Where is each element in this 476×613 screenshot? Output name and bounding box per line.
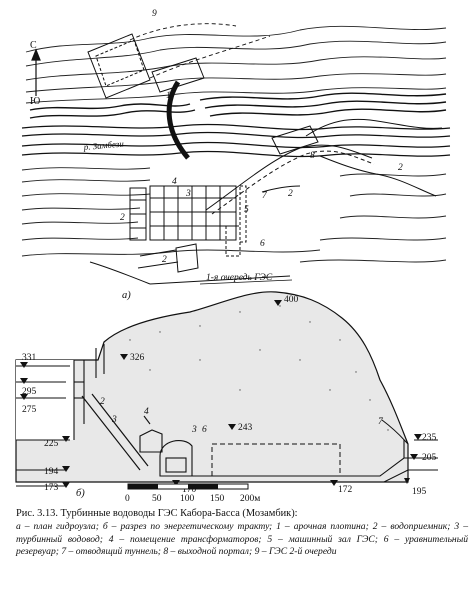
section-callout-4: 4	[144, 407, 149, 417]
river-label: р. Замбези	[82, 138, 124, 152]
section-callouts: 2 3 4 3 6 7	[100, 397, 384, 435]
callout-1: 1	[166, 91, 171, 101]
upper-bank-contours	[25, 25, 447, 104]
callout-2-intake: 2	[120, 213, 125, 223]
powerhouse-complex	[129, 185, 247, 257]
callout-2-top: 2	[398, 163, 403, 173]
caption-body: а – план гидроузла; б – разрез по энерге…	[16, 521, 468, 558]
upstream-reservoir	[16, 360, 74, 440]
rock-stipple	[129, 305, 389, 431]
south-label: Ю	[30, 96, 40, 107]
section-callout-6: 6	[202, 425, 207, 435]
elev-225: 225	[44, 439, 59, 449]
section-callout-2: 2	[100, 397, 105, 407]
callout-7: 7	[262, 191, 268, 201]
callout-5: 5	[244, 205, 249, 215]
callout-6: 6	[260, 239, 265, 249]
elev-170: 170	[182, 485, 197, 495]
stage1-outlet	[89, 243, 291, 285]
figure-caption: Рис. 3.13. Турбинные водоводы ГЭС Кабора…	[16, 508, 468, 559]
intake-structure	[73, 344, 105, 440]
callout-2-portal: 2	[288, 189, 293, 199]
scale-tick-0: 0	[125, 494, 130, 504]
elev-235: 235	[422, 433, 437, 443]
elevation-labels: 400 331 326 295 275 243 235 225 205 194 …	[22, 295, 437, 497]
callout-8: 8	[310, 151, 315, 161]
transformer-hall	[139, 415, 163, 453]
plan-callouts: 9 1 2 8 2 4 2 5 7 2 3 6	[120, 9, 403, 265]
machine-hall	[159, 440, 193, 477]
caption-title: Рис. 3.13. Турбинные водоводы ГЭС Кабора…	[16, 508, 298, 519]
plan-view: С Ю р. Замбези 1-я очередь ГЭС а) 9 1 2 …	[21, 9, 451, 301]
scale-tick-100: 100	[180, 494, 195, 504]
elev-400: 400	[284, 295, 299, 305]
elev-194: 194	[44, 467, 59, 477]
rock-massif	[15, 291, 409, 483]
scale-tick-50: 50	[152, 494, 162, 504]
arch-dam	[166, 80, 190, 160]
elev-172: 172	[338, 485, 353, 495]
scale-tick-150: 150	[210, 494, 225, 504]
stage2-conduits	[129, 23, 271, 79]
elevation-marks	[20, 300, 422, 488]
callout-4: 4	[172, 177, 177, 187]
north-label: С	[30, 40, 37, 51]
river-zambezi	[21, 123, 451, 158]
elev-295: 295	[22, 387, 37, 397]
elev-173: 173	[44, 483, 59, 493]
callout-2-lower: 2	[162, 255, 167, 265]
scale-bar: 0 50 100 150 200м	[125, 483, 260, 504]
section-panel-label: б)	[76, 488, 85, 499]
second-stage-powerhouse	[87, 33, 205, 99]
compass-arrow	[31, 48, 41, 96]
stage1-label-underline	[199, 279, 293, 285]
plan-panel-label: а)	[122, 290, 131, 301]
elev-243: 243	[238, 423, 253, 433]
section-callout-3-penstock: 3	[111, 415, 117, 425]
elev-331: 331	[22, 353, 37, 363]
elev-195: 195	[412, 487, 427, 497]
callout-3: 3	[185, 189, 191, 199]
section-callout-7: 7	[378, 417, 384, 427]
section-callout-3: 3	[191, 425, 197, 435]
elev-326: 326	[130, 353, 145, 363]
callout-9: 9	[152, 9, 157, 19]
stage1-label: 1-я очередь ГЭС	[206, 272, 273, 283]
hydro-scheme-figure: С Ю р. Замбези 1-я очередь ГЭС а) 9 1 2 …	[15, 9, 451, 504]
elev-205: 205	[422, 453, 437, 463]
penstock	[81, 393, 149, 471]
ground-line-right	[381, 419, 409, 445]
lower-bank-contours	[21, 167, 447, 263]
elev-275: 275	[22, 405, 37, 415]
section-view: 400 331 326 295 275 243 235 225 205 194 …	[15, 291, 438, 499]
tailrace-tunnels	[205, 118, 443, 215]
scale-tick-200: 200м	[240, 494, 260, 504]
upper-bank-hatching	[29, 92, 447, 119]
